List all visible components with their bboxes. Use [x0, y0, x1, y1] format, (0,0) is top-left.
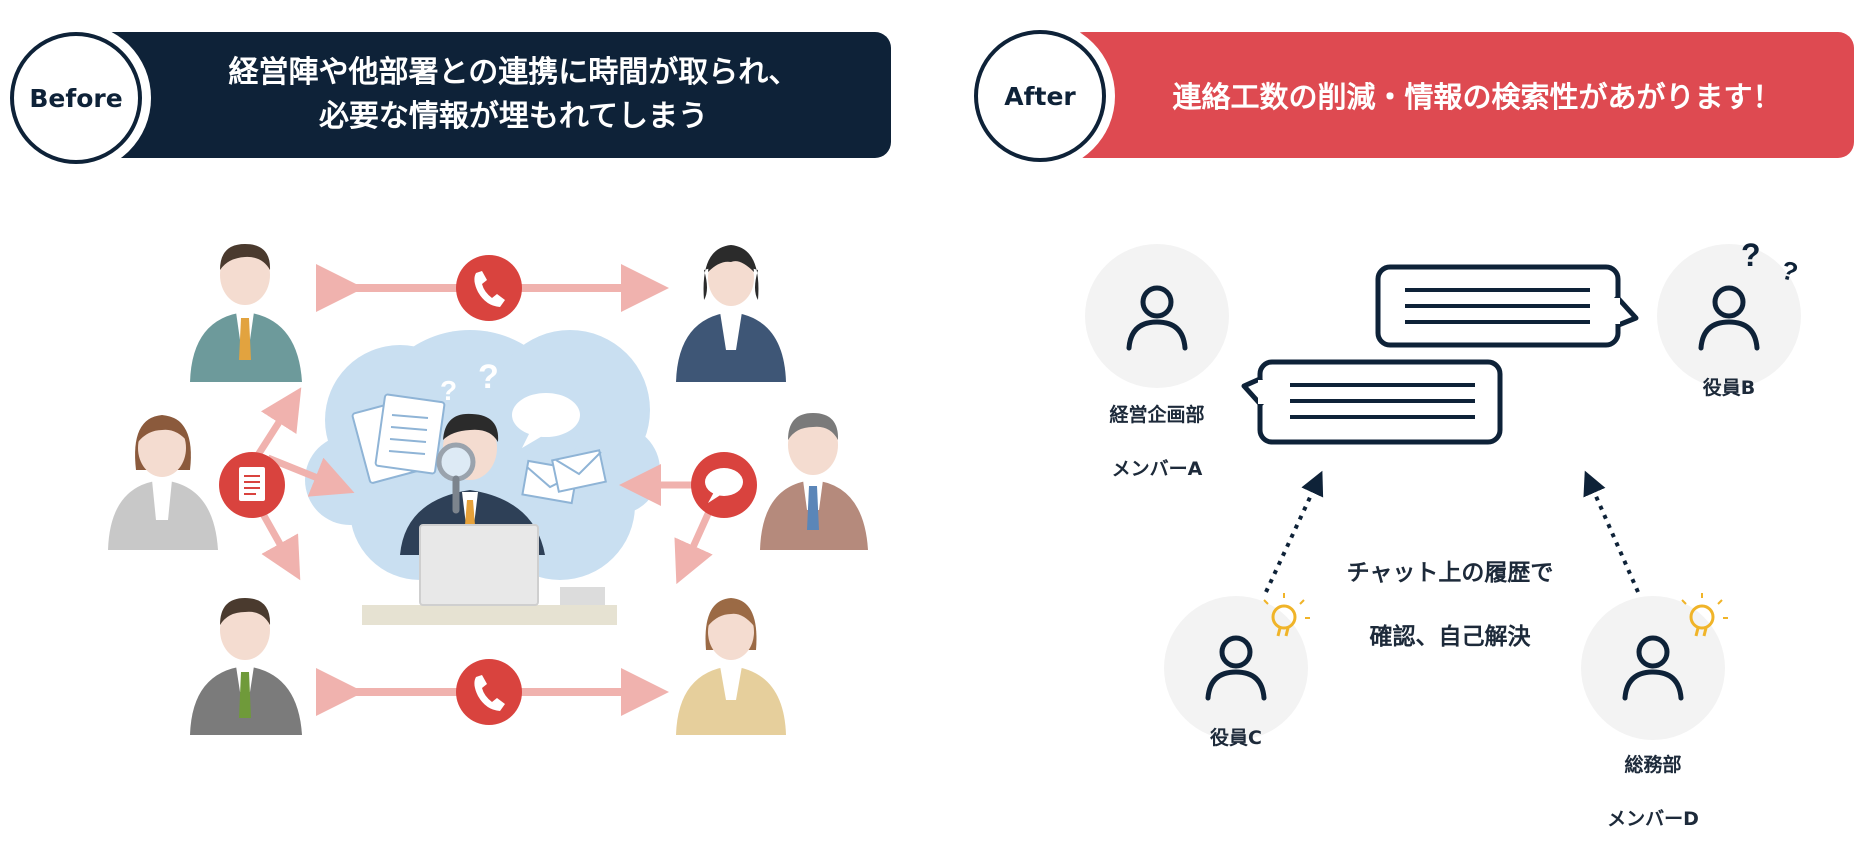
member-a-label: 経営企画部 メンバーA — [1087, 375, 1227, 510]
person-figure-bottom-left — [190, 598, 302, 735]
dotted-arrow-right — [1583, 470, 1640, 593]
lightbulb-icon — [1263, 593, 1310, 637]
before-title-line2: 必要な情報が埋もれてしまう — [318, 99, 709, 134]
illustration-scene: ? ? — [108, 237, 1801, 740]
caption-line2: 確認、自己解決 — [1369, 624, 1531, 650]
chat-bubble-left — [1241, 359, 1503, 445]
envelope-icon — [521, 449, 607, 505]
caption-line1: チャット上の履歴で — [1346, 560, 1554, 586]
chat-history-caption: チャット上の履歴で 確認、自己解決 — [1300, 525, 1600, 685]
before-title-banner: 経営陣や他部署との連携に時間が取られ、 必要な情報が埋もれてしまう — [96, 32, 891, 158]
executive-b-avatar — [1657, 244, 1801, 388]
member-d-label: 総務部 メンバーD — [1583, 725, 1723, 860]
speech-bubble-icon — [691, 452, 757, 518]
person-figure-top-right — [676, 245, 786, 382]
member-d-dept: 総務部 — [1624, 754, 1682, 776]
document-icon — [219, 452, 285, 518]
person-figure-top-left — [190, 244, 302, 382]
question-mark-icon: ? — [1741, 237, 1761, 273]
phone-icon — [456, 659, 522, 725]
executive-c-avatar — [1164, 596, 1308, 740]
question-mark-icon: ? — [440, 375, 457, 406]
dotted-arrow-left — [1264, 470, 1324, 593]
executive-c-label: 役員C — [1210, 727, 1262, 749]
chat-bubble-right — [1375, 264, 1639, 348]
member-a-dept: 経営企画部 — [1109, 404, 1205, 426]
member-a-name: メンバーA — [1111, 458, 1203, 480]
executive-b-label: 役員B — [1702, 377, 1756, 399]
person-figure-left — [108, 415, 218, 550]
member-d-avatar — [1581, 596, 1725, 740]
after-title-banner: 連絡工数の削減・情報の検索性があがります！ — [1068, 32, 1854, 158]
member-d-name: メンバーD — [1607, 808, 1699, 830]
document-stack-icon — [351, 393, 446, 484]
before-badge: Before — [10, 32, 142, 164]
lightbulb-icon — [1681, 593, 1728, 637]
after-badge: After — [974, 30, 1106, 162]
question-mark-icon: ? — [478, 358, 499, 396]
speech-bubble-icon — [512, 393, 580, 448]
person-figure-right — [760, 413, 868, 550]
central-worker-figure — [362, 413, 617, 625]
member-a-avatar — [1085, 244, 1229, 388]
after-title: 連絡工数の削減・情報の検索性があがります！ — [1172, 80, 1782, 114]
phone-icon — [456, 255, 522, 321]
question-mark-icon: ? — [1778, 254, 1801, 287]
before-title-line1: 経営陣や他部署との連携に時間が取られ、 — [228, 55, 799, 90]
person-figure-bottom-right — [676, 598, 786, 735]
